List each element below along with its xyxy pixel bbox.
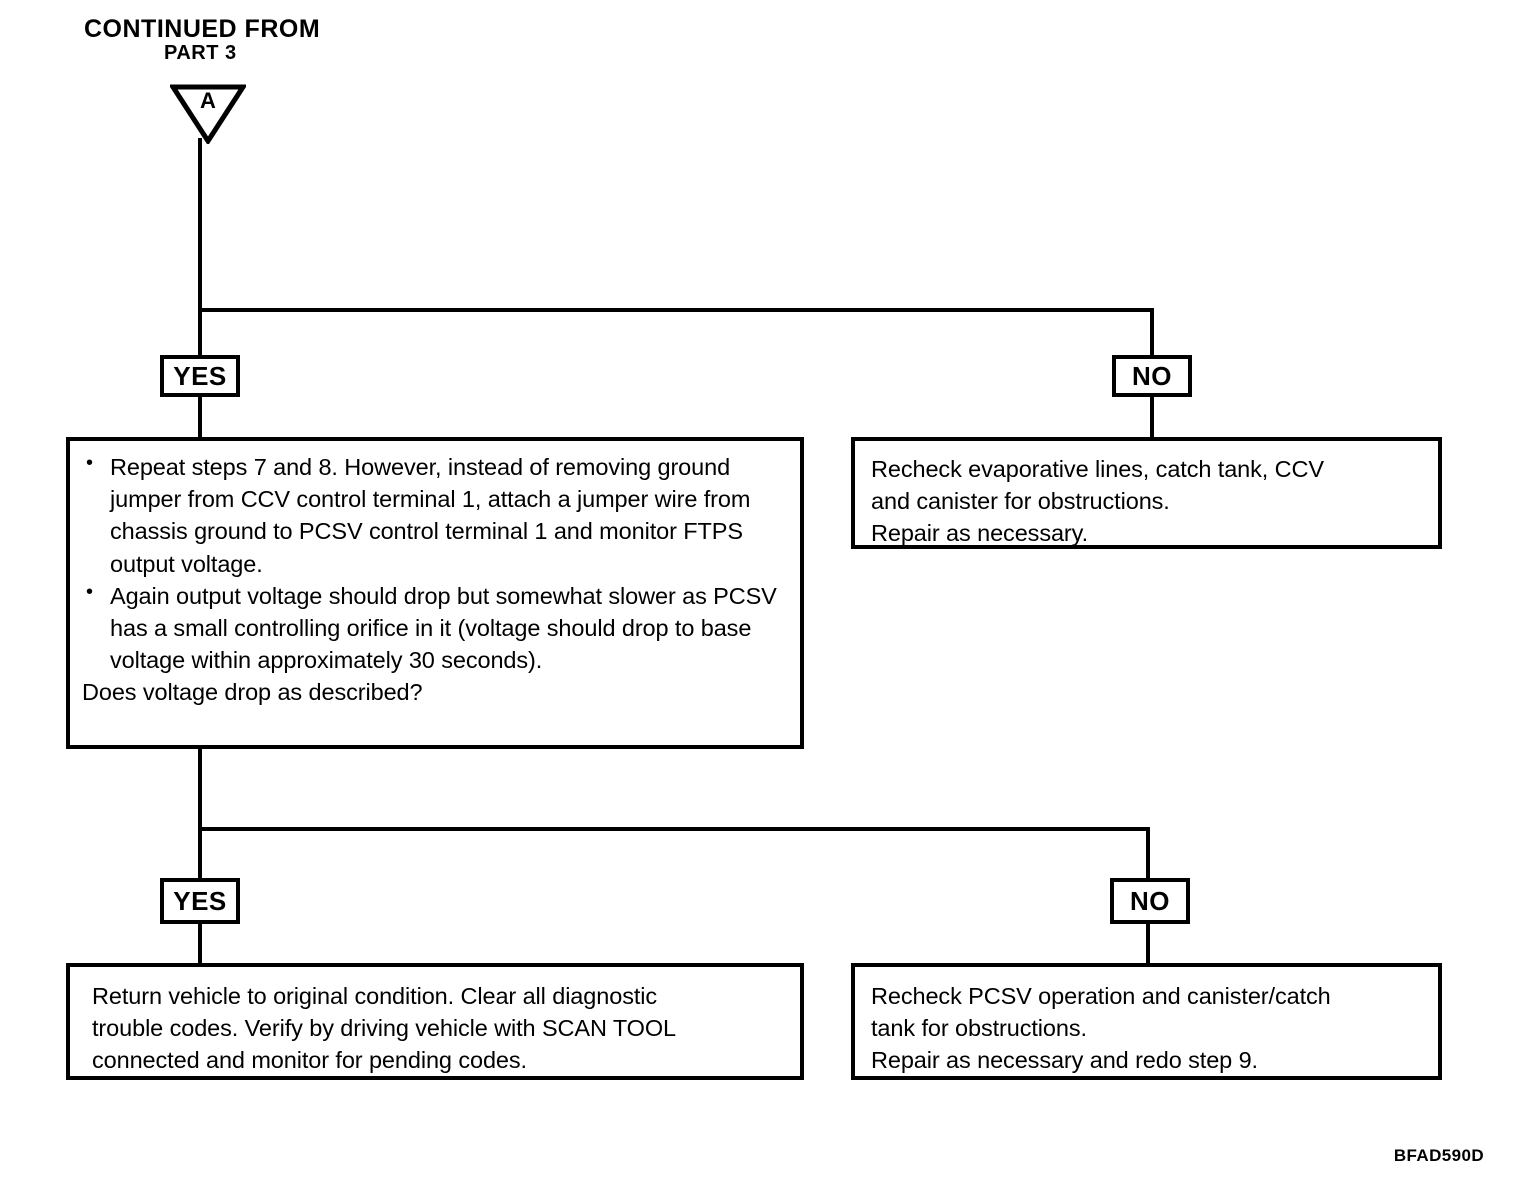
line-branch2-yes-stem bbox=[198, 827, 202, 881]
line-branch1-yes-stem bbox=[198, 308, 202, 358]
title-line-continued-from: CONTINUED FROM bbox=[84, 15, 321, 43]
branch2-yes-tag[interactable]: YES bbox=[160, 878, 240, 924]
return-vehicle-line-3: connected and monitor for pending codes. bbox=[92, 1047, 527, 1074]
line-no2-to-box bbox=[1146, 924, 1150, 966]
box-step-instruction: Repeat steps 7 and 8. However, instead o… bbox=[66, 437, 804, 749]
line-yes2-to-box bbox=[198, 924, 202, 966]
line-no1-to-box bbox=[1150, 396, 1154, 440]
recheck-pcsv-line-1: Recheck PCSV operation and canister/catc… bbox=[871, 983, 1331, 1009]
line-branch1-horizontal bbox=[198, 308, 1154, 312]
figure-reference-code: BFAD590D bbox=[1393, 1146, 1484, 1165]
recheck-evap-line-2: and canister for obstructions. bbox=[871, 488, 1170, 515]
recheck-evap-line-3: Repair as necessary. bbox=[871, 520, 1088, 547]
instruction-bullet-list: Repeat steps 7 and 8. However, instead o… bbox=[82, 450, 786, 677]
line-branch2-horizontal bbox=[198, 827, 1150, 831]
line-connector-to-branch1 bbox=[198, 138, 202, 310]
title-line-part-number: PART 3 bbox=[164, 42, 237, 65]
page-title: CONTINUED FROM PART 3 bbox=[80, 16, 420, 65]
branch1-yes-tag[interactable]: YES bbox=[160, 355, 240, 397]
connector-label: A bbox=[200, 88, 216, 113]
line-branch1-no-stem bbox=[1150, 308, 1154, 358]
line-yes1-to-box bbox=[198, 396, 202, 440]
box-return-vehicle: Return vehicle to original condition. Cl… bbox=[66, 963, 804, 1080]
instruction-bullet-2: Again output voltage should drop but som… bbox=[82, 579, 786, 677]
triangle-down-icon bbox=[170, 84, 246, 144]
recheck-pcsv-line-2: tank for obstructions. bbox=[871, 1015, 1087, 1042]
connector-triangle-a: A bbox=[170, 84, 246, 144]
return-vehicle-line-1: Return vehicle to original condition. Cl… bbox=[92, 983, 658, 1009]
branch1-no-tag[interactable]: NO bbox=[1112, 355, 1192, 397]
line-branch2-no-stem bbox=[1146, 827, 1150, 881]
box-recheck-pcsv: Recheck PCSV operation and canister/catc… bbox=[851, 963, 1442, 1080]
recheck-pcsv-line-3: Repair as necessary and redo step 9. bbox=[871, 1047, 1258, 1074]
instruction-bullet-1: Repeat steps 7 and 8. However, instead o… bbox=[82, 450, 786, 580]
box-recheck-evaporative: Recheck evaporative lines, catch tank, C… bbox=[851, 437, 1442, 549]
instruction-question: Does voltage drop as described? bbox=[82, 679, 423, 706]
branch2-no-tag[interactable]: NO bbox=[1110, 878, 1190, 924]
recheck-evap-line-1: Recheck evaporative lines, catch tank, C… bbox=[871, 456, 1324, 482]
return-vehicle-line-2: trouble codes. Verify by driving vehicle… bbox=[92, 1015, 677, 1042]
line-box-to-branch2 bbox=[198, 748, 202, 830]
